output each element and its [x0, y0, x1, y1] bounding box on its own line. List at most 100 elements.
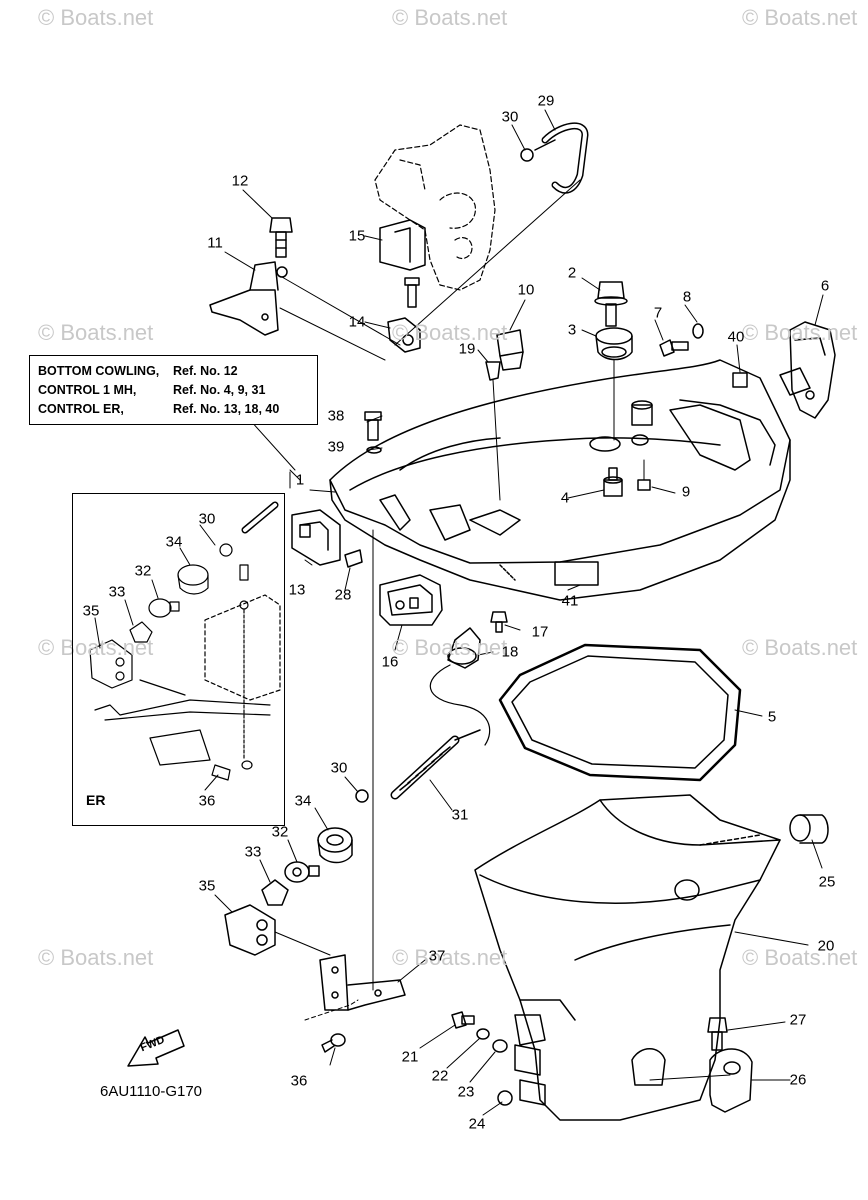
callout-34[interactable]: 34	[165, 533, 183, 551]
legend-ref: Ref. No. 4, 9, 31	[173, 383, 266, 397]
washer-39	[366, 446, 382, 454]
callout-5[interactable]: 5	[767, 708, 777, 726]
callout-2[interactable]: 2	[567, 264, 577, 282]
watermark: © Boats.net	[38, 945, 154, 970]
part-15	[379, 219, 426, 271]
callout-24[interactable]: 24	[468, 1115, 486, 1133]
callout-3[interactable]: 3	[567, 321, 577, 339]
callout-40[interactable]: 40	[727, 328, 745, 346]
part-10	[496, 329, 524, 371]
callout-11[interactable]: 11	[207, 234, 223, 252]
bracket-11	[209, 261, 288, 336]
part-18	[447, 627, 481, 669]
leader-lines	[94, 109, 824, 1116]
watermark: © Boats.net	[742, 320, 858, 345]
callout-28[interactable]: 28	[334, 586, 352, 604]
watermark: © Boats.net	[392, 945, 508, 970]
washer-23	[492, 1039, 508, 1053]
callout-22[interactable]: 22	[431, 1067, 449, 1085]
callout-27[interactable]: 27	[789, 1011, 807, 1029]
callout-32-main[interactable]: 32	[271, 823, 289, 841]
legend-label: CONTROL ER,	[38, 402, 124, 416]
callout-30[interactable]: 30	[501, 108, 519, 126]
lower-casing-20	[474, 794, 781, 1121]
callout-7[interactable]: 7	[653, 304, 663, 322]
part-6	[779, 321, 836, 419]
watermark: © Boats.net	[392, 635, 508, 660]
part-35	[224, 904, 331, 956]
watermark: © Boats.net	[392, 320, 508, 345]
bolt-12	[269, 217, 293, 258]
callout-10[interactable]: 10	[517, 281, 535, 299]
bolt-7	[659, 339, 689, 357]
callout-18[interactable]: 18	[501, 643, 519, 661]
watermark: © Boats.net	[742, 5, 858, 30]
callout-26[interactable]: 26	[789, 1071, 807, 1089]
callout-20[interactable]: 20	[817, 937, 835, 955]
clip-30-bottom	[355, 789, 369, 803]
part-33	[261, 879, 289, 906]
callout-12[interactable]: 12	[231, 172, 249, 190]
grommet-3	[595, 327, 633, 361]
callout-8[interactable]: 8	[682, 288, 692, 306]
callout-30-er[interactable]: 30	[198, 510, 216, 528]
reference-legend: BOTTOM COWLING, Ref. No. 12 CONTROL 1 MH…	[29, 355, 318, 425]
fwd-arrow-icon	[127, 1029, 185, 1067]
part-4	[603, 467, 623, 497]
er-inset-box	[72, 493, 285, 826]
callout-30-main[interactable]: 30	[330, 759, 348, 777]
bracket-37	[304, 954, 406, 1021]
callout-32[interactable]: 32	[134, 562, 152, 580]
part-19	[485, 361, 501, 501]
callout-1[interactable]: 1	[295, 471, 305, 489]
er-label: ER	[86, 792, 106, 808]
callout-33-main[interactable]: 33	[244, 843, 262, 861]
cable-31	[390, 729, 481, 800]
callout-4[interactable]: 4	[560, 489, 570, 507]
callout-29[interactable]: 29	[537, 92, 555, 110]
callout-39[interactable]: 39	[327, 438, 345, 456]
bolt-27	[707, 1017, 728, 1051]
callout-31[interactable]: 31	[451, 806, 469, 824]
part-9	[637, 479, 651, 491]
callout-36-main[interactable]: 36	[290, 1072, 308, 1090]
callout-21[interactable]: 21	[401, 1048, 419, 1066]
callout-38[interactable]: 38	[327, 407, 345, 425]
watermark: © Boats.net	[742, 635, 858, 660]
callout-19[interactable]: 19	[458, 340, 476, 358]
legend-row: CONTROL ER, Ref. No. 13, 18, 40	[38, 400, 309, 419]
callout-35-main[interactable]: 35	[198, 877, 216, 895]
callout-14[interactable]: 14	[348, 313, 366, 331]
callout-17[interactable]: 17	[531, 623, 549, 641]
callout-13[interactable]: 13	[288, 581, 306, 599]
legend-ref: Ref. No. 13, 18, 40	[173, 402, 280, 416]
bracket-26	[649, 1048, 753, 1113]
callout-33[interactable]: 33	[108, 583, 126, 601]
part-16	[379, 574, 443, 626]
bolt-2	[594, 281, 628, 327]
watermark: © Boats.net	[742, 945, 858, 970]
er-inset-drawing	[89, 501, 281, 781]
callout-35[interactable]: 35	[82, 602, 100, 620]
callout-34-main[interactable]: 34	[294, 792, 312, 810]
part-17	[490, 611, 508, 633]
grommet-25	[789, 814, 829, 844]
callout-36[interactable]: 36	[198, 792, 216, 810]
legend-label: BOTTOM COWLING,	[38, 364, 160, 378]
callout-15[interactable]: 15	[348, 227, 366, 245]
callout-25[interactable]: 25	[818, 873, 836, 891]
screw-36-bottom	[321, 1033, 346, 1053]
engine-block-outline	[374, 124, 496, 291]
callout-23[interactable]: 23	[457, 1083, 475, 1101]
legend-row: CONTROL 1 MH, Ref. No. 4, 9, 31	[38, 381, 309, 400]
callout-9[interactable]: 9	[681, 483, 691, 501]
callout-16[interactable]: 16	[381, 653, 399, 671]
callout-6[interactable]: 6	[820, 277, 830, 295]
callout-41[interactable]: 41	[561, 592, 579, 610]
part-40	[732, 372, 748, 388]
watermark: © Boats.net	[392, 5, 508, 30]
legend-row: BOTTOM COWLING, Ref. No. 12	[38, 362, 309, 381]
callout-37[interactable]: 37	[428, 947, 446, 965]
washer-22	[476, 1028, 490, 1040]
